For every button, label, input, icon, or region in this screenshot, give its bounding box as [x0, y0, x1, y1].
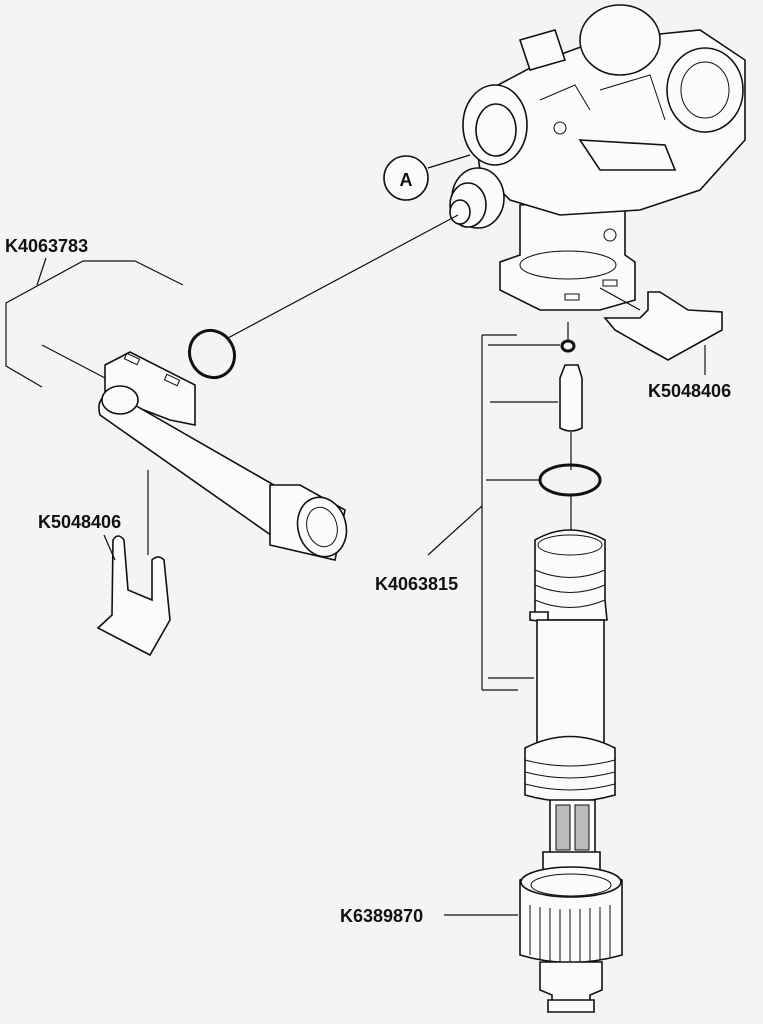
clip-right-part-number: K5048406 — [648, 381, 731, 401]
suction-kit-part-number: K4063815 — [375, 574, 458, 594]
view-marker-a: A — [383, 154, 471, 201]
suction-kit-callout: K4063815 — [375, 334, 560, 691]
lance-tube-part-number: K4063783 — [5, 236, 88, 256]
lance-tube-callout: K4063783 — [5, 236, 184, 388]
o-ring-left — [187, 214, 459, 380]
clip-right: K5048406 — [599, 287, 731, 401]
view-marker-label: A — [400, 170, 413, 190]
hose-connector: K6389870 — [340, 866, 623, 1013]
suction-kit — [524, 322, 616, 871]
clip-left-part-number: K5048406 — [38, 512, 121, 532]
clip-left: K5048406 — [38, 512, 171, 657]
hose-connector-part-number: K6389870 — [340, 906, 423, 926]
lance-tube — [98, 351, 348, 561]
valve-body — [449, 4, 746, 311]
